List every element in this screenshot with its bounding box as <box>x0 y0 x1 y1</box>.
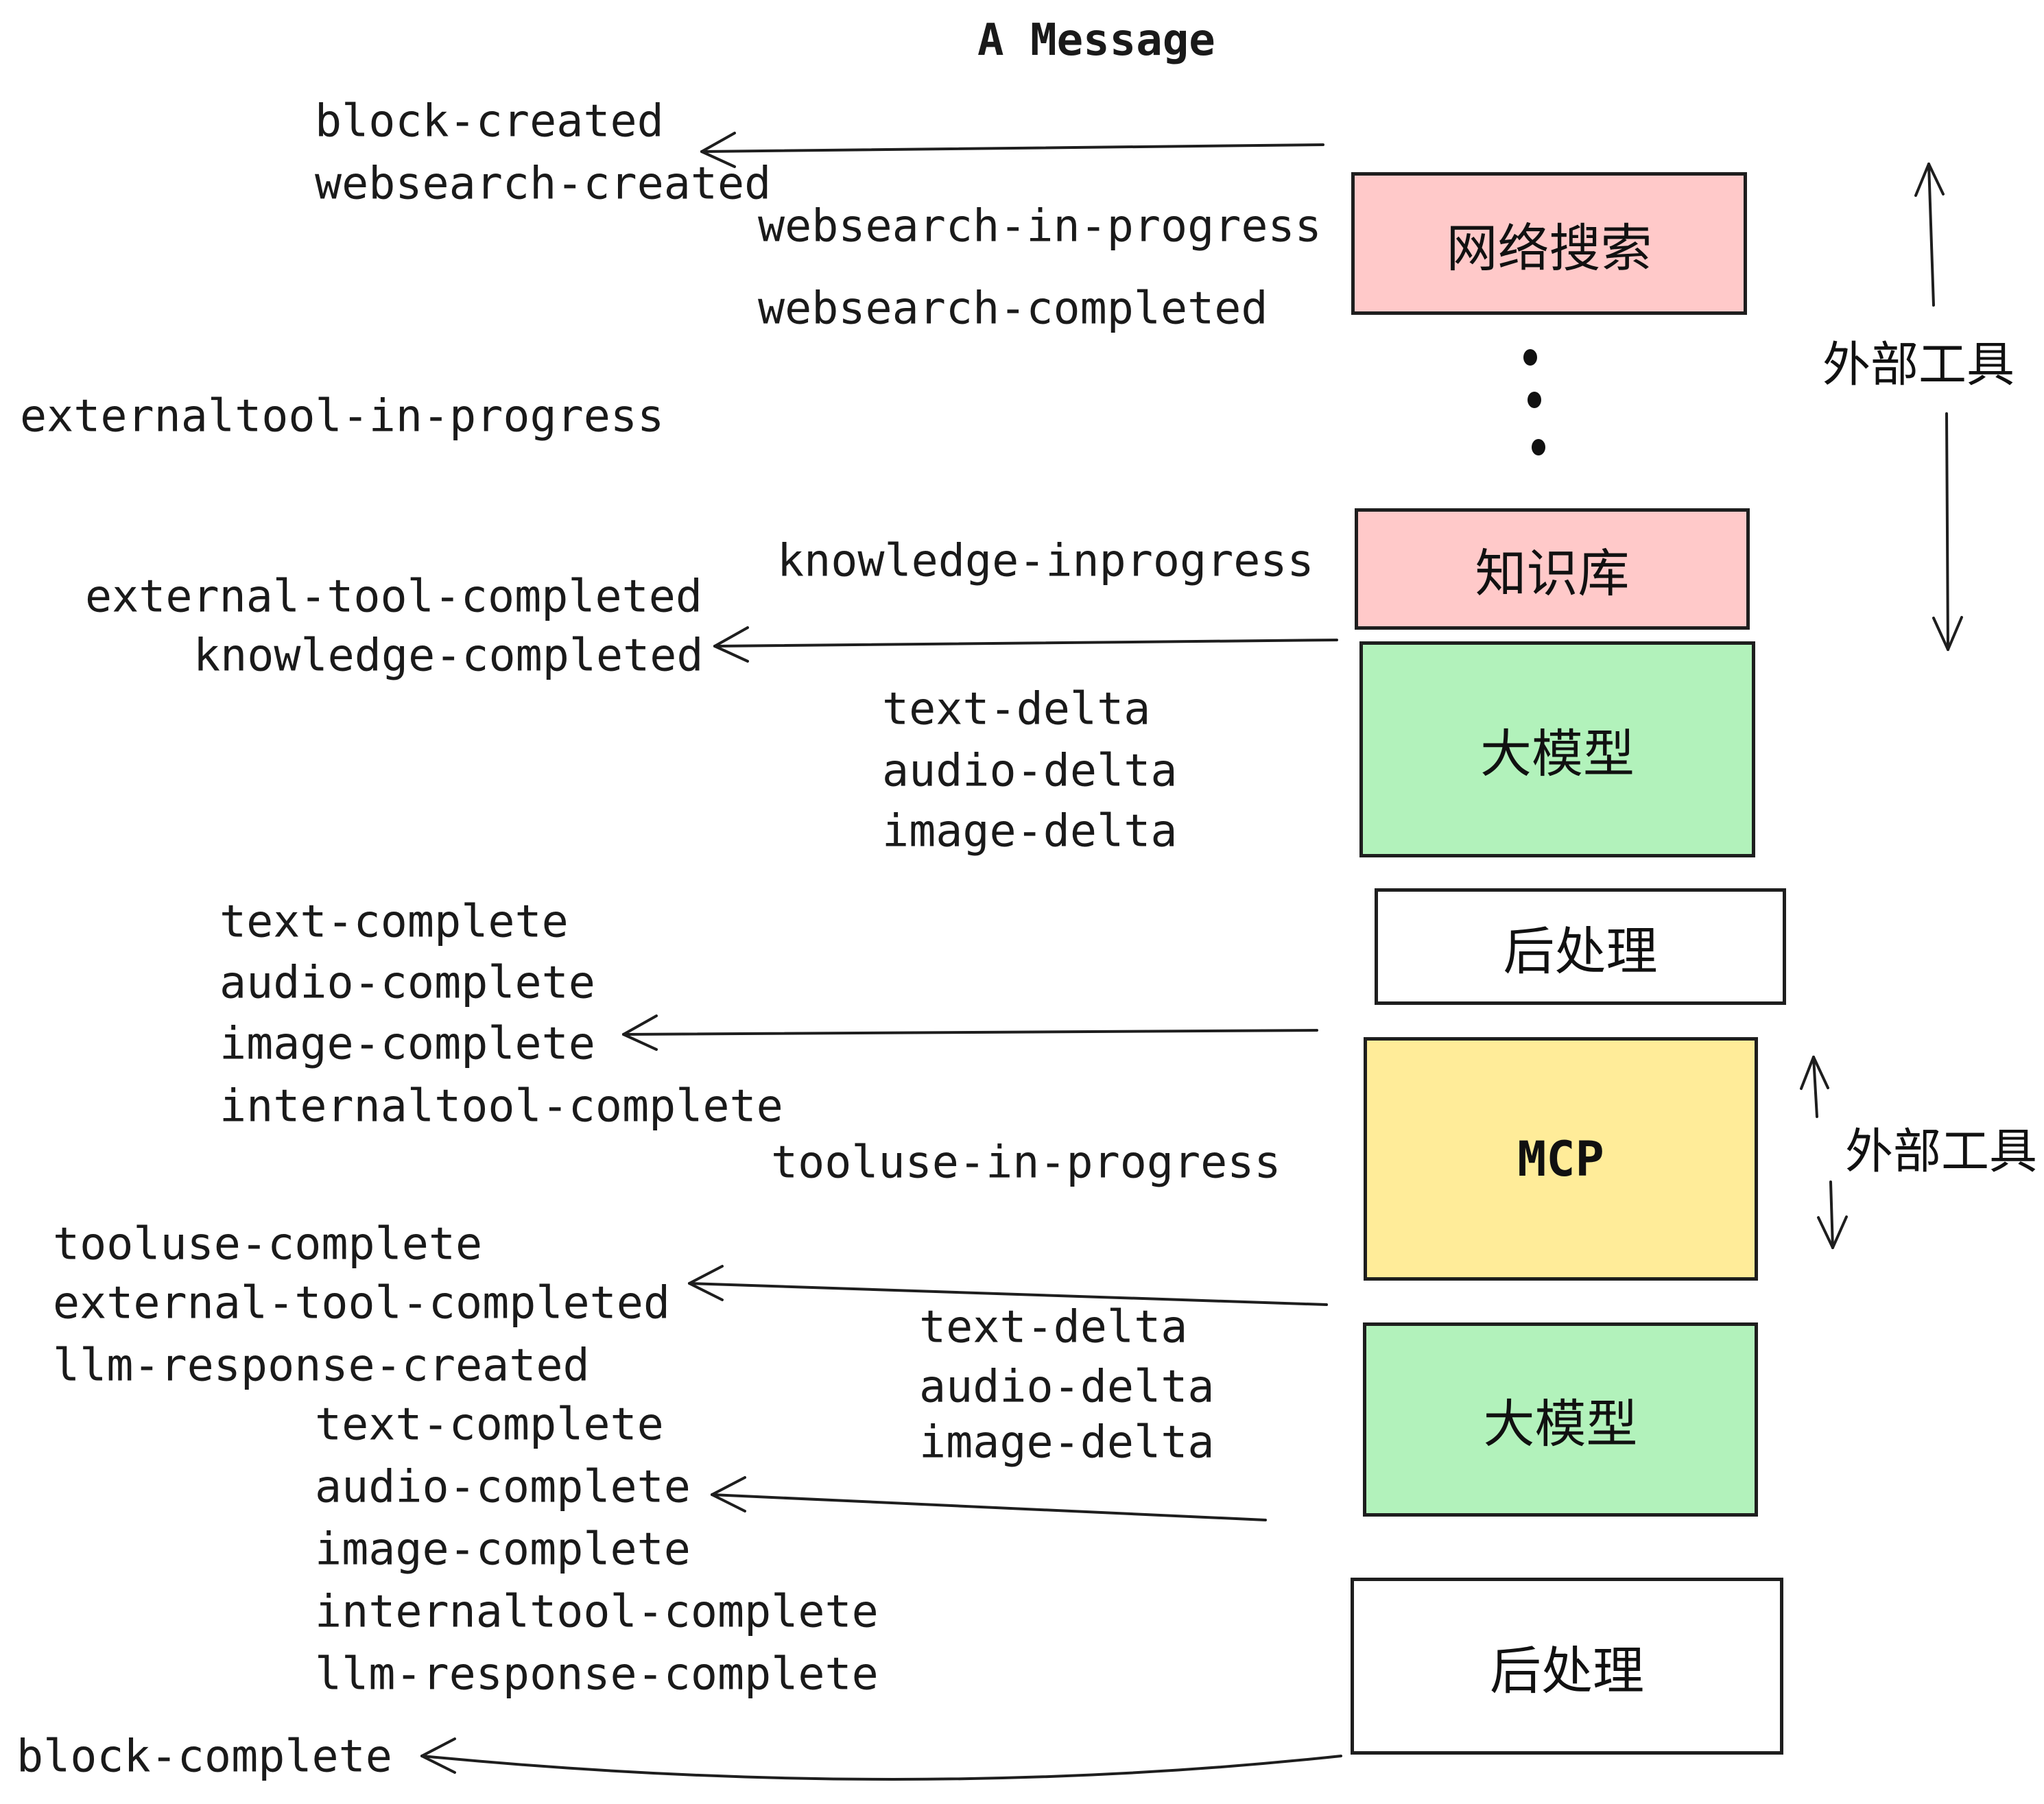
event-text-delta-2: text-delta <box>919 1301 1188 1353</box>
external-tool-span-arrow-2 <box>1800 1056 1848 1249</box>
external-tools-label-2: 外部工具 <box>1845 1123 2037 1180</box>
box-llm-2-label: 大模型 <box>1483 1394 1638 1454</box>
event-websearch-completed: websearch-completed <box>758 283 1268 335</box>
event-text-delta-1: text-delta <box>882 683 1151 735</box>
box-post-process-2: 后处理 <box>1351 1578 1783 1755</box>
event-audio-delta-1: audio-delta <box>882 745 1178 797</box>
vertical-ellipsis-icon <box>1523 349 1545 455</box>
arrow-internal-complete-2 <box>711 1476 1267 1521</box>
event-internaltool-complete-1: internaltool-complete <box>219 1080 783 1132</box>
event-text-complete-2: text-complete <box>315 1399 664 1451</box>
event-image-delta-1: image-delta <box>882 805 1178 857</box>
arrow-websearch-created <box>700 132 1324 168</box>
event-tooluse-in-progress: tooluse-in-progress <box>771 1137 1281 1189</box>
arrow-tooluse-complete <box>688 1265 1328 1306</box>
box-post-process-1: 后处理 <box>1375 888 1786 1005</box>
event-block-complete: block-complete <box>16 1731 392 1783</box>
event-websearch-created: websearch-created <box>315 158 772 210</box>
event-image-complete-1: image-complete <box>219 1018 595 1070</box>
box-post-process-1-label: 后处理 <box>1503 921 1658 982</box>
event-text-complete-1: text-complete <box>219 896 569 948</box>
event-block-created: block-created <box>315 95 664 147</box>
event-llm-response-complete: llm-response-complete <box>315 1648 879 1700</box>
box-knowledge: 知识库 <box>1355 508 1750 630</box>
event-external-tool-completed-1: external-tool-completed <box>85 571 703 623</box>
diagram-title: A Message <box>977 15 1215 66</box>
event-external-tool-completed-2: external-tool-completed <box>53 1277 671 1329</box>
box-llm-1-label: 大模型 <box>1479 724 1635 784</box>
box-mcp: MCP <box>1364 1037 1758 1281</box>
box-post-process-2-label: 后处理 <box>1489 1640 1644 1701</box>
event-audio-complete-2: audio-complete <box>315 1461 691 1513</box>
event-websearch-in-progress: websearch-in-progress <box>758 200 1322 252</box>
event-knowledge-inprogress: knowledge-inprogress <box>777 535 1314 587</box>
event-internaltool-complete-2: internaltool-complete <box>315 1586 879 1638</box>
event-audio-complete-1: audio-complete <box>219 957 595 1009</box>
box-knowledge-label: 知识库 <box>1475 543 1630 604</box>
box-llm-2: 大模型 <box>1363 1322 1758 1517</box>
arrow-block-complete <box>420 1737 1342 1781</box>
event-audio-delta-2: audio-delta <box>919 1361 1215 1413</box>
event-image-delta-2: image-delta <box>919 1416 1215 1469</box>
event-knowledge-completed: knowledge-completed <box>193 630 704 682</box>
external-tools-label-1: 外部工具 <box>1822 336 2015 393</box>
box-websearch-label: 网络搜索 <box>1446 217 1652 278</box>
event-tooluse-complete: tooluse-complete <box>53 1218 483 1270</box>
arrow-knowledge-completed <box>713 626 1338 663</box>
box-mcp-label: MCP <box>1517 1130 1604 1187</box>
external-tool-span-arrow-1 <box>1914 163 1963 651</box>
arrow-internal-complete-1 <box>622 1014 1318 1051</box>
event-llm-response-created: llm-response-created <box>53 1340 590 1392</box>
box-websearch: 网络搜索 <box>1351 172 1747 315</box>
event-externaltool-in-progress: externaltool-in-progress <box>20 390 665 442</box>
event-image-complete-2: image-complete <box>315 1523 691 1576</box>
box-llm-1: 大模型 <box>1359 641 1755 857</box>
